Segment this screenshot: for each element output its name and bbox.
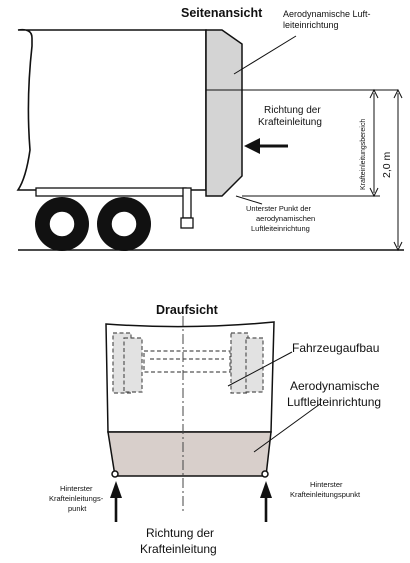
aero-device-label-line2: leiteinrichtung [283,20,339,30]
trailer-body [16,28,207,191]
underride-bar-post [182,187,192,219]
aero-device-top-label-line1: Aerodynamische [290,379,380,393]
lowest-point-label-line2: aerodynamischen [256,214,315,223]
aero-device-label-line1: Aerodynamische Luft- [283,9,371,19]
leader-body [227,351,293,387]
left-point-label-line2: Krafteinleitungs- [49,494,104,503]
side-view-title: Seitenansicht [181,6,263,20]
wheel-rear [97,197,151,251]
force-point-right [261,470,269,478]
top-view: Draufsicht Fahrzeugaufbau Aerodynamische… [49,303,381,556]
chassis-rail [35,187,187,197]
direction-label-line2: Krafteinleitung [258,117,322,128]
top-view-title: Draufsicht [156,303,219,317]
body-label: Fahrzeugaufbau [292,341,379,355]
side-view: Seitenansicht Aerodynamische Luft- leite… [16,6,404,252]
left-point-label-line1: Hinterster [60,484,93,493]
direction-label-line1: Richtung der [264,105,321,116]
zone-label: Krafteinleitungsbereich [360,119,367,190]
lowest-point-label-line1: Unterster Punkt der [246,204,312,213]
aero-device-top [107,431,272,477]
leader-lowest [235,195,263,205]
force-point-left [111,470,119,478]
direction-top-label-line2: Krafteinleitung [140,542,217,556]
lowest-point-label-line3: Luftleiteinrichtung [251,224,310,233]
right-point-label-line1: Hinterster [310,480,343,489]
left-point-label-line3: punkt [68,504,87,513]
wheel-front [35,197,89,251]
aero-device-side [205,29,243,197]
leader-device-top [253,403,321,453]
aero-device-top-label-line2: Luftleiteinrichtung [287,395,381,409]
right-point-label-line2: Krafteinleitungspunkt [290,490,361,499]
direction-top-label-line1: Richtung der [146,526,214,540]
underride-bar [180,217,194,229]
leader-device [233,35,297,75]
height-label: 2,0 m [381,151,393,178]
